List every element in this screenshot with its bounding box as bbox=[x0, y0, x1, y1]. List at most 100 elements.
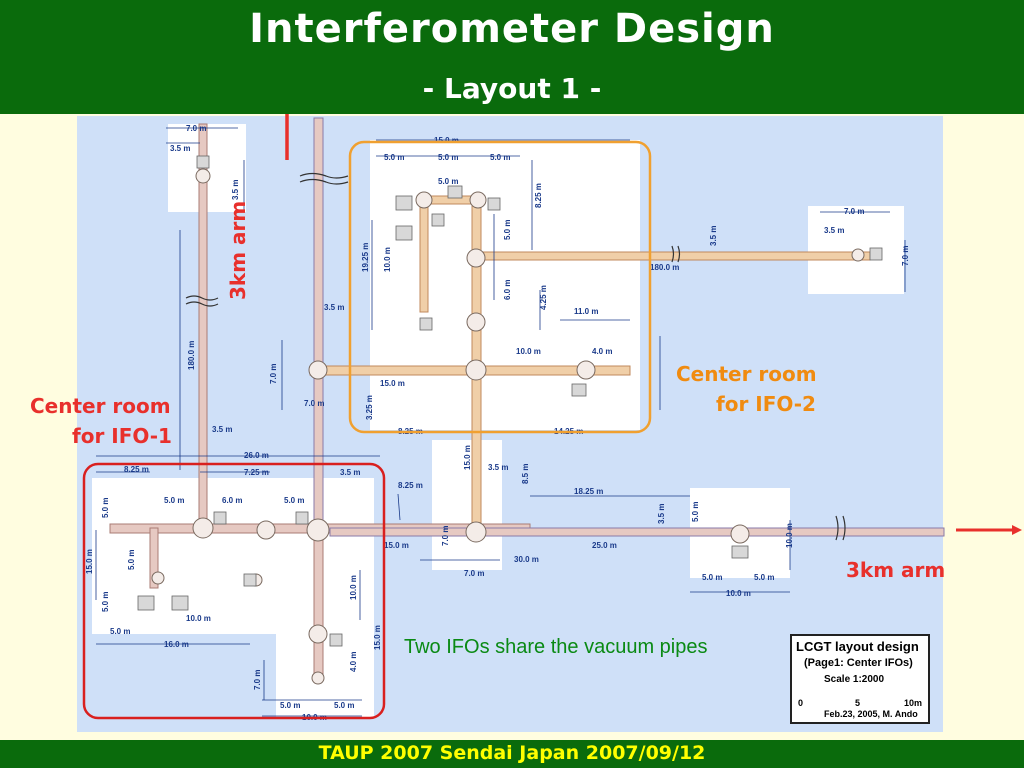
dim-5-0-v: 5.0 m bbox=[503, 220, 512, 240]
legend-scale: Scale 1:2000 bbox=[824, 674, 885, 685]
dim-3-5-e: 3.5 m bbox=[340, 468, 360, 477]
dim-8-25-c: 8.25 m bbox=[124, 465, 149, 474]
shared-pipes-note: Two IFOs share the vacuum pipes bbox=[404, 636, 708, 658]
dim-7-0-rv: 7.0 m bbox=[901, 246, 910, 266]
dim-5-0-e: 5.0 m bbox=[164, 496, 184, 505]
equip-laser-bench-1 bbox=[171, 595, 189, 611]
equip-input-bench-1 bbox=[137, 595, 155, 611]
dim-5-0-i: 5.0 m bbox=[101, 592, 110, 612]
equip-5 bbox=[419, 317, 433, 331]
arm-arrow-right bbox=[956, 525, 1022, 535]
dim-18-25: 18.25 m bbox=[574, 487, 603, 496]
dim-10-0-d: 10.0 m bbox=[349, 575, 358, 600]
chamber-ifo2-mod bbox=[469, 191, 487, 209]
dim-19-25: 19.25 m bbox=[361, 243, 370, 272]
dim-3-5-c: 3.5 m bbox=[324, 303, 344, 312]
dim-8-25-d: 8.25 m bbox=[398, 481, 423, 490]
room-bs-corridor bbox=[432, 440, 502, 570]
chamber-ifo1-end bbox=[311, 671, 325, 685]
equip-4 bbox=[487, 197, 501, 211]
dim-7-0-e: 7.0 m bbox=[441, 526, 450, 546]
room-ifo2 bbox=[370, 140, 640, 430]
equip-input-bench bbox=[395, 195, 413, 211]
dim-7-0-c: 7.0 m bbox=[269, 364, 278, 384]
ifo1-highlight-box bbox=[82, 462, 386, 720]
dim-8-5: 8.5 m bbox=[521, 464, 530, 484]
arm-label-top: 3km arm bbox=[226, 200, 250, 300]
dim-6-0: 6.0 m bbox=[222, 496, 242, 505]
legend-box: LCGT layout design (Page1: Center IFOs) … bbox=[790, 634, 930, 724]
dim-5-0-a: 5.0 m bbox=[384, 153, 404, 162]
dim-6-0-v: 6.0 m bbox=[503, 280, 512, 300]
slide-subtitle: - Layout 1 - bbox=[422, 72, 602, 105]
dim-5-0-k: 5.0 m bbox=[280, 701, 300, 710]
equip-8 bbox=[243, 573, 257, 587]
pipe-ifo2-mc-left bbox=[419, 195, 429, 313]
equip-1 bbox=[196, 155, 210, 169]
equip-dark-port-1 bbox=[329, 633, 343, 647]
dim-5-0-l: 5.0 m bbox=[334, 701, 354, 710]
dim-10-0-v: 10.0 m bbox=[785, 523, 794, 548]
dim-8-25: 8.25 m bbox=[534, 183, 543, 208]
equip-6 bbox=[869, 247, 883, 261]
slide-title: Interferometer Design bbox=[249, 6, 775, 52]
dim-180-r: 180.0 m bbox=[650, 263, 679, 272]
chamber-ifo2-bs bbox=[465, 359, 487, 381]
dim-7-0-d: 7.0 m bbox=[253, 670, 262, 690]
dim-3-5-r: 3.5 m bbox=[824, 226, 844, 235]
dim-15-0-l: 15.0 m bbox=[85, 549, 94, 574]
equipment bbox=[137, 155, 883, 647]
dim-3-5-f: 3.5 m bbox=[488, 463, 508, 472]
equip-2 bbox=[431, 213, 445, 227]
chamber-ifo1-mc2 bbox=[151, 571, 165, 585]
footer-text: TAUP 2007 Sendai Japan 2007/09/12 bbox=[318, 742, 706, 764]
legend-date: Feb.23, 2005, M. Ando bbox=[824, 709, 918, 719]
chamber-ifo1-sem bbox=[308, 624, 328, 644]
chamber-ifo1-mc bbox=[192, 517, 214, 539]
dim-16-0: 16.0 m bbox=[164, 640, 189, 649]
center-ifo2-label-1: Center room bbox=[676, 362, 817, 386]
dim-15-0-v: 15.0 m bbox=[463, 445, 472, 470]
dim-15-0-h: 15.0 m bbox=[384, 541, 409, 550]
dim-3-25: 3.25 m bbox=[365, 395, 374, 420]
equip-laser-bench bbox=[395, 225, 413, 241]
dim-5-0-d: 5.0 m bbox=[438, 177, 458, 186]
chamber-ifo2-mc-top bbox=[415, 191, 433, 209]
chamber-ifo1-prm bbox=[256, 520, 276, 540]
dim-15-0-r: 15.0 m bbox=[373, 625, 382, 650]
arm-arrow-up bbox=[285, 114, 289, 160]
chamber-folding-2 bbox=[465, 521, 487, 543]
dim-5-0-o: 5.0 m bbox=[691, 502, 700, 522]
dim-180: 180.0 m bbox=[187, 341, 196, 370]
dim-3-5-d: 3.5 m bbox=[212, 425, 232, 434]
chamber-ifo2-prm bbox=[466, 312, 486, 332]
dim-15-0-top: 15.0 m bbox=[434, 136, 459, 145]
pipe-arm-horizontal bbox=[329, 527, 945, 537]
dim-7-0-r: 7.0 m bbox=[844, 207, 864, 216]
dim-5-0-g: 5.0 m bbox=[101, 498, 110, 518]
dim-10-0-f: 10.0 m bbox=[726, 589, 751, 598]
legend-title: LCGT layout design bbox=[796, 639, 919, 654]
pipe-ifo2-arm bbox=[479, 251, 871, 261]
dim-4-0-b: 4.0 m bbox=[349, 652, 358, 672]
legend-tick-10: 10m bbox=[904, 698, 923, 708]
legend-tick-0: 0 bbox=[798, 698, 804, 708]
dim-26-0: 26.0 m bbox=[244, 451, 269, 460]
pipe-ifo1-mc bbox=[149, 527, 159, 589]
dim-10-0-c: 10.0 m bbox=[186, 614, 211, 623]
dim-15-0-mid: 15.0 m bbox=[380, 379, 405, 388]
dim-3-5: 3.5 m bbox=[170, 144, 190, 153]
dim-5-0-m: 5.0 m bbox=[702, 573, 722, 582]
ifo2-highlight-box bbox=[348, 140, 652, 434]
dim-7-0: 7.0 m bbox=[186, 124, 206, 133]
dim-3-5-g: 3.5 m bbox=[657, 504, 666, 524]
equip-9 bbox=[295, 511, 309, 525]
dim-30-0: 30.0 m bbox=[514, 555, 539, 564]
center-ifo1-label-1: Center room bbox=[30, 394, 171, 418]
arrow-right-head bbox=[1012, 525, 1022, 535]
dim-10-0-b: 10.0 m bbox=[516, 347, 541, 356]
dim-3-5v: 3.5 m bbox=[231, 180, 240, 200]
chamber-ifo1-bs bbox=[306, 518, 330, 542]
dim-5-0-n: 5.0 m bbox=[754, 573, 774, 582]
dim-5-0-b: 5.0 m bbox=[438, 153, 458, 162]
